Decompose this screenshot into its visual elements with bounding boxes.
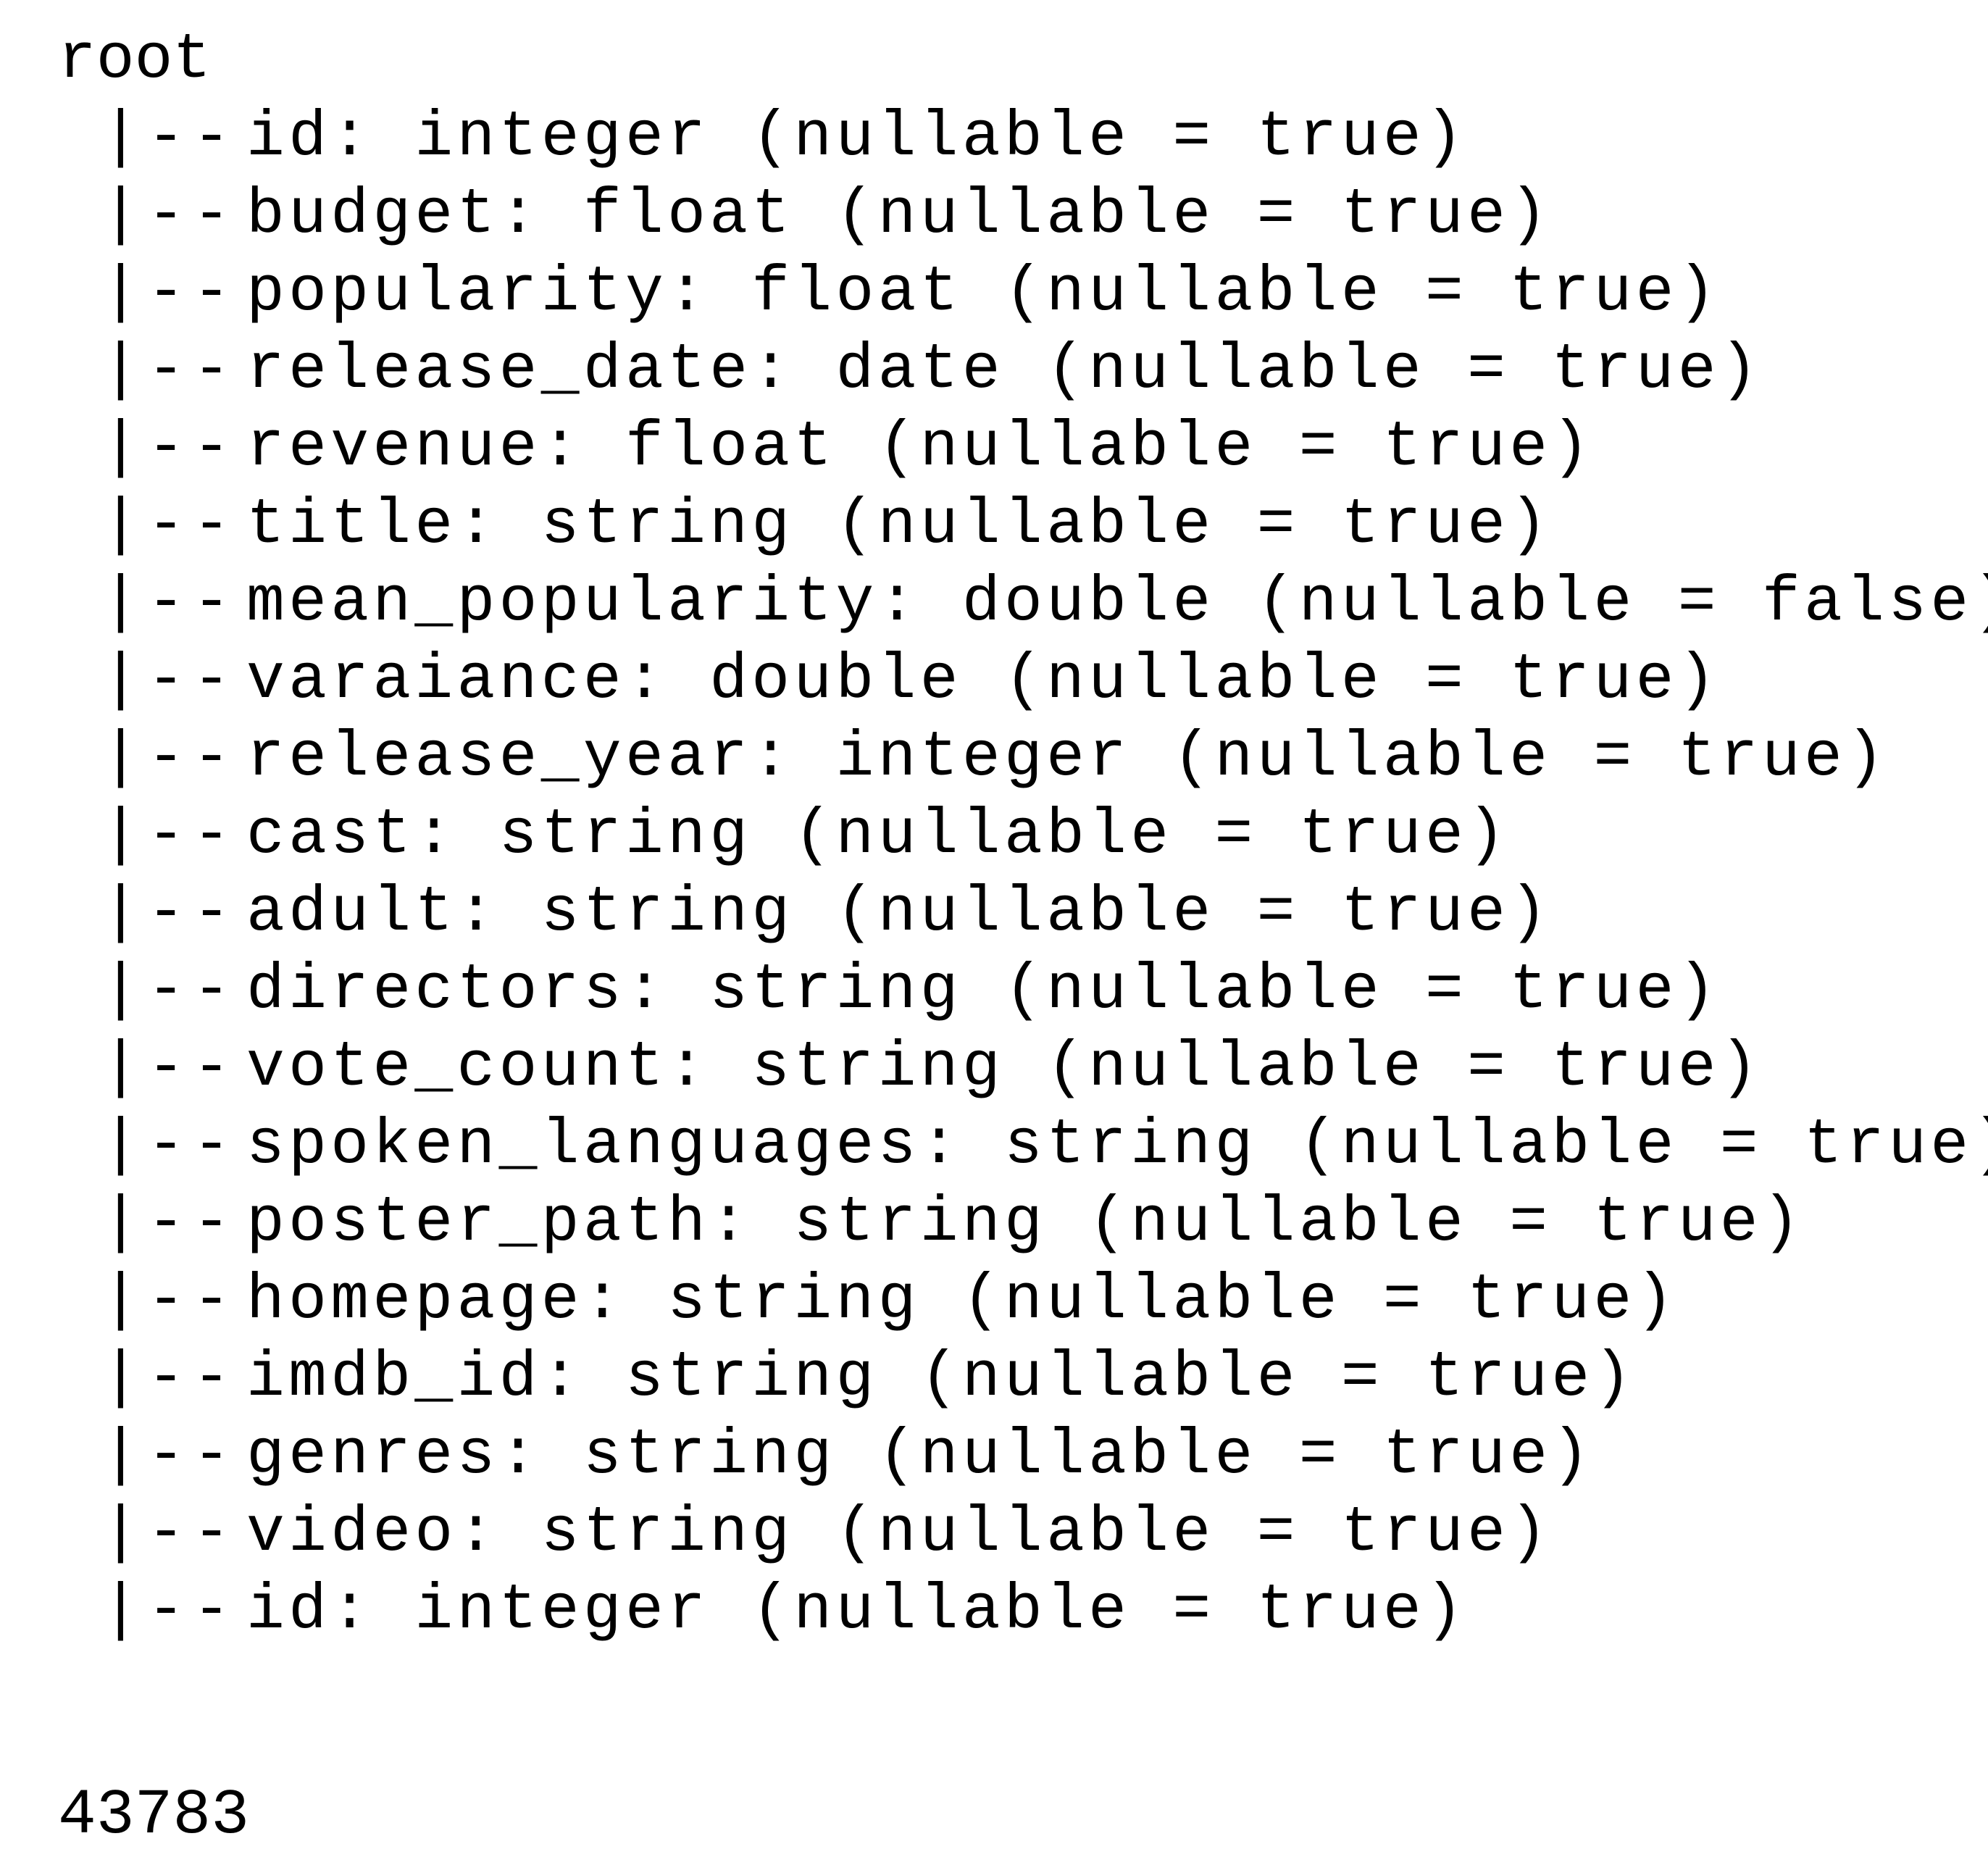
schema-field-text: poster_path: string (nullable = true) [246, 1188, 1805, 1259]
schema-field-row: |--budget: float (nullable = true) [101, 177, 1988, 254]
schema-field-text: spoken_languages: string (nullable = tru… [246, 1110, 1988, 1182]
schema-field-row: |--video: string (nullable = true) [101, 1495, 1988, 1572]
tree-branch-marker: |-- [101, 180, 238, 251]
schema-field-text: popularity: float (nullable = true) [246, 257, 1720, 329]
schema-field-text: id: integer (nullable = true) [246, 102, 1468, 174]
schema-field-text: budget: float (nullable = true) [246, 180, 1552, 251]
schema-field-text: id: integer (nullable = true) [246, 1575, 1468, 1647]
schema-field-row: |--genres: string (nullable = true) [101, 1417, 1988, 1495]
schema-field-text: vote_count: string (nullable = true) [246, 1032, 1762, 1104]
tree-branch-marker: |-- [101, 877, 238, 949]
schema-field-text: homepage: string (nullable = true) [246, 1265, 1678, 1337]
tree-branch-marker: |-- [101, 800, 238, 872]
tree-branch-marker: |-- [101, 955, 238, 1027]
schema-field-text: directors: string (nullable = true) [246, 955, 1720, 1027]
tree-branch-marker: |-- [101, 1265, 238, 1337]
schema-field-row: |--mean_popularity: double (nullable = f… [101, 564, 1988, 642]
tree-branch-marker: |-- [101, 645, 238, 717]
schema-field-row: |--imdb_id: string (nullable = true) [101, 1340, 1988, 1417]
schema-field-row: |--id: integer (nullable = true) [101, 99, 1988, 177]
schema-field-text: adult: string (nullable = true) [246, 877, 1552, 949]
schema-field-text: release_date: date (nullable = true) [246, 335, 1762, 406]
schema-field-text: revenue: float (nullable = true) [246, 412, 1594, 484]
schema-field-row: |--directors: string (nullable = true) [101, 952, 1988, 1030]
schema-field-row: |--revenue: float (nullable = true) [101, 409, 1988, 487]
schema-field-row: |--varaiance: double (nullable = true) [101, 642, 1988, 719]
tree-branch-marker: |-- [101, 1420, 238, 1492]
tree-branch-marker: |-- [101, 1575, 238, 1647]
schema-field-row: |--homepage: string (nullable = true) [101, 1262, 1988, 1340]
schema-field-text: mean_popularity: double (nullable = fals… [246, 567, 1988, 639]
schema-field-text: genres: string (nullable = true) [246, 1420, 1594, 1492]
tree-branch-marker: |-- [101, 490, 238, 562]
schema-field-text: cast: string (nullable = true) [246, 800, 1510, 872]
schema-field-row: |--poster_path: string (nullable = true) [101, 1185, 1988, 1262]
schema-field-text: title: string (nullable = true) [246, 490, 1552, 562]
schema-field-text: imdb_id: string (nullable = true) [246, 1343, 1636, 1414]
schema-field-row: |--title: string (nullable = true) [101, 487, 1988, 564]
schema-field-text: release_year: integer (nullable = true) [246, 722, 1889, 794]
schema-field-row: |--vote_count: string (nullable = true) [101, 1030, 1988, 1107]
tree-branch-marker: |-- [101, 1343, 238, 1414]
schema-field-text: varaiance: double (nullable = true) [246, 645, 1720, 717]
schema-field-row: |--cast: string (nullable = true) [101, 797, 1988, 875]
schema-field-row: |--spoken_languages: string (nullable = … [101, 1107, 1988, 1185]
tree-branch-marker: |-- [101, 257, 238, 329]
tree-branch-marker: |-- [101, 1110, 238, 1182]
tree-branch-marker: |-- [101, 102, 238, 174]
tree-branch-marker: |-- [101, 1032, 238, 1104]
schema-field-text: video: string (nullable = true) [246, 1498, 1552, 1569]
schema-field-row: |--popularity: float (nullable = true) [101, 254, 1988, 332]
schema-field-row: |--adult: string (nullable = true) [101, 875, 1988, 952]
schema-field-row: |--release_year: integer (nullable = tru… [101, 719, 1988, 797]
row-count-output: 43783 [58, 1780, 250, 1852]
schema-field-row: |--release_date: date (nullable = true) [101, 332, 1988, 409]
tree-branch-marker: |-- [101, 722, 238, 794]
schema-root-label: root [58, 25, 212, 96]
tree-branch-marker: |-- [101, 567, 238, 639]
schema-field-list: |--id: integer (nullable = true) |--budg… [101, 99, 1988, 1650]
tree-branch-marker: |-- [101, 412, 238, 484]
tree-branch-marker: |-- [101, 1498, 238, 1569]
schema-field-row: |--id: integer (nullable = true) [101, 1572, 1988, 1650]
tree-branch-marker: |-- [101, 1188, 238, 1259]
tree-branch-marker: |-- [101, 335, 238, 406]
